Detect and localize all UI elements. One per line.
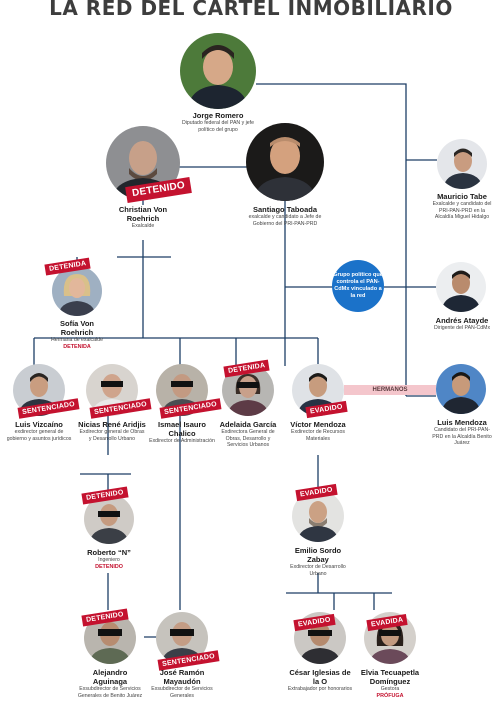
person-description: Gestora [380,686,400,692]
person-name: Mauricio Tabe [437,192,487,201]
person-description: exdirector general de gobierno y asuntos… [6,429,72,442]
person-luis-mendoza: Luis Mendoza Candidato del PRI-PAN-PRD e… [430,418,494,447]
avatar [180,33,256,109]
person-name: Adelaida García [219,420,277,429]
person-description: Exsubdirector de Servicios Generales de … [77,686,143,699]
person-status: PRÓFUGA [376,692,404,699]
person-description: Exdirector de Desarrollo Urbano [290,564,346,577]
person-description: Exdirector de Recursos Materiales [291,429,345,442]
person-description: Dirigente del PAN-CdMx [433,325,491,331]
person-description: Ingeniero [98,557,120,563]
person-status: DETENIDA [63,343,91,350]
person-santiago-taboada: Santiago Taboada exalcalde y candidato a… [245,205,325,227]
person-description: exalcalde y candidato a Jefe de Gobierno… [248,214,322,227]
person-status: DETENIDO [95,563,123,570]
person-name: Víctor Mendoza [290,420,346,429]
person-description: Candidato del PRI-PAN-PRD en la Alcaldía… [432,427,492,447]
person-name: Nicias René Aridjis [78,420,146,429]
person-cesar-iglesias: César Iglesias de la O Extrabajador por … [286,668,354,693]
hermanos-label: HERMANOS [344,385,436,395]
person-description: Exdirectora General de Obras, Desarrollo… [221,429,275,449]
person-description: Extrabajador por honorarios [287,686,353,692]
person-mauricio-tabe: Mauricio Tabe Exalcalde y candidato del … [430,192,494,221]
person-ismael-isauro-chalico: Ismael Isauro Chalico Exdirector de Admi… [148,420,216,445]
person-jose-ramon-mayaudon: José Ramón Mayaudón Exsubdirector de Ser… [148,668,216,699]
person-adelaida-garcia: Adelaida García Exdirectora General de O… [218,420,278,449]
person-name: Jorge Romero [192,111,244,120]
person-name: Elvia Tecuapetla Domínguez [360,668,420,686]
person-description: Exalcalde y candidato del PRI-PAN-PRD en… [432,201,492,221]
avatar [436,364,486,414]
person-name: Andrés Atayde [435,316,489,325]
person-name: Alejandro Aguinaga [92,668,128,686]
person-sofia-von-roehrich: Sofía Von Roehrich Hermana de exalcalde … [44,319,110,351]
person-elvia-tecuapetla: Elvia Tecuapetla Domínguez Gestora PRÓFU… [356,668,424,700]
avatar [436,262,486,312]
avatar [437,139,487,189]
person-name: Christian Von Roehrich [118,205,168,223]
avatar [52,266,102,316]
avatar [292,490,344,542]
person-name: Santiago Taboada [252,205,318,214]
person-victor-mendoza: Víctor Mendoza Exdirector de Recursos Ma… [286,420,350,442]
person-name: Roberto “N” [87,548,131,557]
person-andres-atayde: Andrés Atayde Dirigente del PAN-CdMx [430,316,494,332]
page-title: LA RED DEL CARTEL INMOBILIARIO [49,0,453,20]
person-roberto-n: Roberto “N” Ingeniero DETENIDO [76,548,142,571]
person-name: Emilio Sordo Zabay [294,546,342,564]
person-emilio-sordo-zabay: Emilio Sordo Zabay Exdirector de Desarro… [285,546,351,577]
person-nicias-rene-aridjis: Nicias René Aridjis Exdirector general d… [78,420,146,442]
person-name: Luis Mendoza [437,418,487,427]
avatar [246,123,324,201]
person-luis-vizcaino: Luis Vizcaíno exdirector general de gobi… [6,420,72,442]
person-description: Exalcalde [131,223,155,229]
person-description: Exsubdirector de Servicios Generales [151,686,213,699]
person-name: César Iglesias de la O [289,668,351,686]
person-name: Sofía Von Roehrich [59,319,95,337]
person-jorge-romero: Jorge Romero Diputado federal del PAN y … [178,111,258,133]
person-name: Luis Vizcaíno [15,420,63,429]
person-name: José Ramón Mayaudón [159,668,205,686]
person-name: Ismael Isauro Chalico [158,420,206,438]
person-alejandro-aguinaga: Alejandro Aguinaga Exsubdirector de Serv… [76,668,144,699]
person-description: Exdirector de Administración [149,438,215,444]
person-description: Hermana de exalcalde [51,337,103,343]
political-group-bubble: Grupo político que controla el PAN-CdMx … [332,260,384,312]
person-christian-von-roehrich: Christian Von Roehrich Exalcalde [105,205,181,230]
person-description: Exdirector general de Obras y Desarrollo… [79,429,145,442]
person-description: Diputado federal del PAN y jefe político… [182,120,254,133]
